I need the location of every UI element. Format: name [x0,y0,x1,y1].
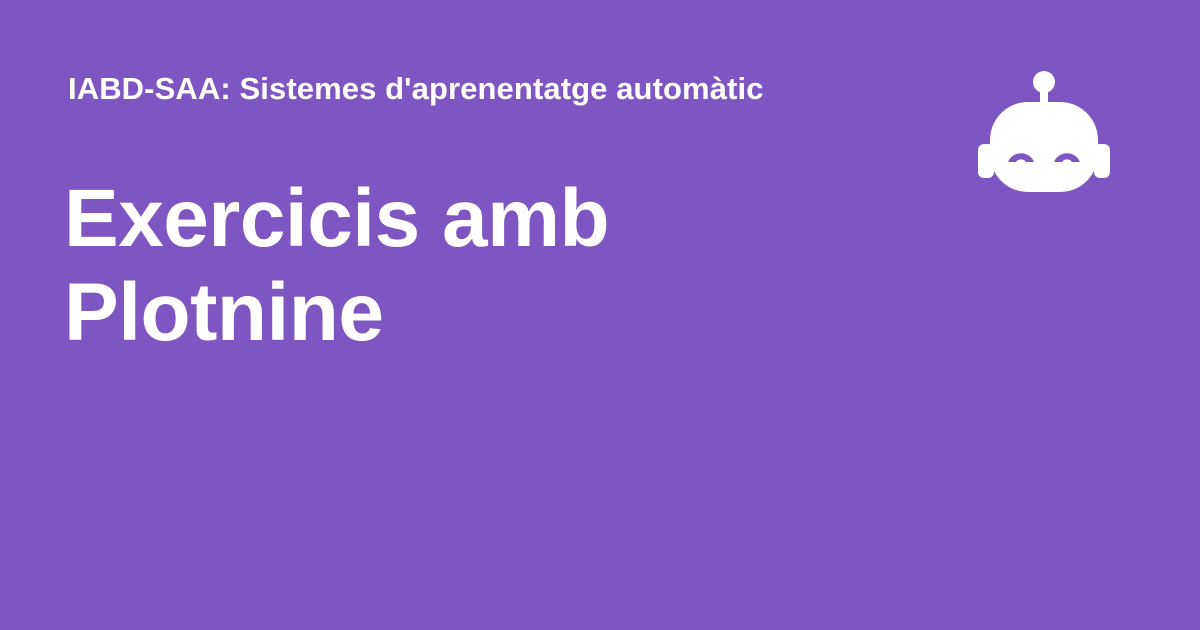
page-title: Exercicis amb Plotnine [64,173,610,358]
robot-icon [976,70,1112,194]
site-name: IABD-SAA: Sistemes d'aprenentatge automà… [68,71,764,106]
